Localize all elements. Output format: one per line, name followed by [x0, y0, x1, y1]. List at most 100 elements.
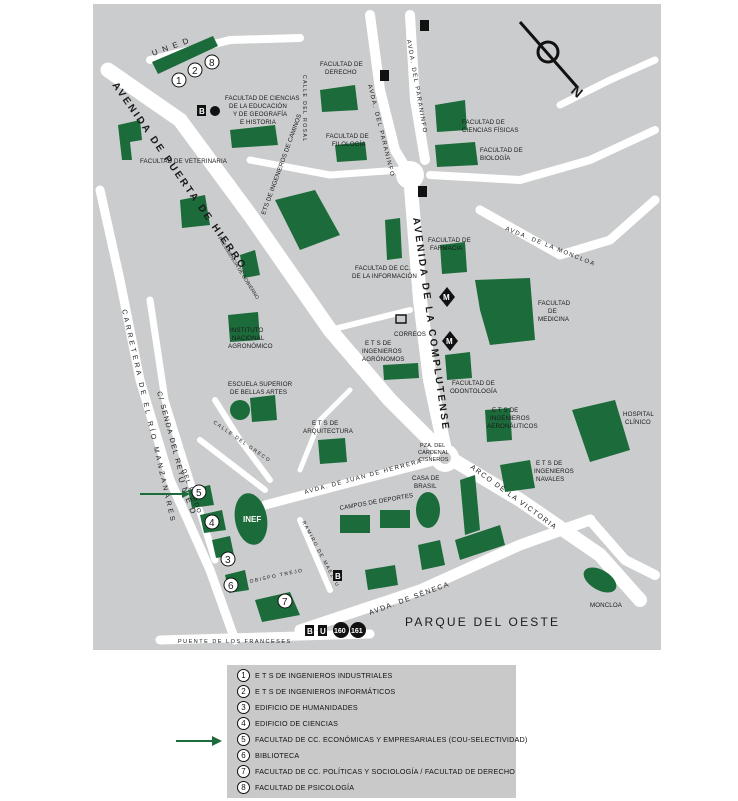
map-number-circle-4: [204, 514, 220, 530]
building-hospital: [572, 400, 630, 462]
building-uned-top: [152, 36, 218, 74]
legend-item: 6 BIBLIOTECA: [237, 748, 299, 763]
building-bellas-artes: [250, 395, 277, 422]
legend-item: 7 FACULTAD DE CC. POLÍTICAS Y SOCIOLOGÍA…: [237, 764, 515, 779]
building-instituto: [228, 312, 260, 342]
legend-number: 8: [237, 781, 250, 794]
building-educacion: [230, 125, 278, 148]
building-agronomos: [383, 363, 419, 380]
metro-1: M: [443, 293, 450, 302]
label-farmacia-1: FACULTAD DE: [428, 237, 471, 244]
label-educacion-3: Y DE GEOGRAFÍA: [233, 111, 288, 118]
building-bellas-artes-dome: [230, 400, 250, 420]
building-navales: [500, 460, 535, 492]
legend-item: 3 EDIFICIO DE HUMANIDADES: [237, 700, 358, 715]
legend-label: BIBLIOTECA: [255, 751, 300, 760]
label-plaza-3: CISNEROS: [419, 457, 449, 463]
legend-number: 1: [237, 669, 250, 682]
legend-number: 4: [237, 717, 250, 730]
map-number-7: 7: [282, 597, 288, 608]
map-number-circle-1: [171, 72, 187, 88]
label-biologia-2: BIOLOGÍA: [480, 155, 511, 162]
map-number-3: 3: [225, 555, 231, 566]
label-hospital-2: CLÍNICO: [625, 419, 651, 426]
building-veterinaria: [118, 120, 142, 160]
map-number-4: 4: [209, 518, 215, 529]
road-inner-3: [212, 397, 273, 483]
building-arquitectura: [318, 438, 347, 464]
label-medicina-3: MEDICINA: [538, 316, 570, 323]
label-derecho-2: DERECHO: [325, 69, 357, 76]
label-navales-1: E T S DE: [536, 460, 562, 467]
label-aeronauticos-3: AERONÁUTICOS: [487, 423, 538, 430]
building-derecho: [320, 85, 358, 112]
bus-badge-square-2: [420, 20, 429, 31]
underground-badge-1: [210, 106, 220, 116]
label-medicina-2: DE: [548, 308, 557, 315]
label-navales-2: INGENIEROS: [534, 468, 574, 475]
road-east-2: [556, 56, 659, 109]
building-biologia: [435, 142, 478, 167]
label-veterinaria: FACULTAD DE VETERINARIA: [140, 158, 228, 165]
buildings: [118, 36, 630, 622]
building-seneca-1: [455, 525, 505, 560]
label-farmacia-2: FARMACIA: [430, 245, 463, 252]
building-presidencia: [240, 250, 260, 278]
building-medicina: [475, 278, 535, 345]
map-number-circle-8: [204, 54, 220, 70]
road-avda-paraninfo: [365, 10, 430, 180]
metro-diamond-2: [442, 331, 458, 351]
building-farmacia: [440, 242, 467, 274]
roundabout-paraninfo: [396, 161, 424, 189]
road-east-1: [426, 126, 659, 184]
label-educacion-1: FACULTAD DE CIENCIAS: [225, 95, 300, 102]
building-filologia: [335, 142, 367, 162]
legend-label: E T S DE INGENIEROS INDUSTRIALES: [255, 671, 393, 680]
label-filologia-1: FACULTAD DE: [326, 133, 369, 140]
building-moncloa: [583, 567, 617, 593]
legend: 1 E T S DE INGENIEROS INDUSTRIALES 2 E T…: [227, 665, 527, 798]
label-informacion-1: FACULTAD DE CC.: [355, 265, 411, 272]
legend-item: 1 E T S DE INGENIEROS INDUSTRIALES: [237, 668, 393, 683]
legend-label: EDIFICIO DE CIENCIAS: [255, 719, 339, 728]
bus-badge-square-6: [305, 625, 314, 636]
legend-number: 6: [237, 749, 250, 762]
building-informacion: [385, 218, 402, 260]
label-odontologia-2: ODONTOLOGÍA: [450, 388, 498, 395]
roads: [95, 10, 660, 645]
road-inner-1: [246, 156, 404, 179]
legend-label: FACULTAD DE PSICOLOGÍA: [255, 783, 355, 792]
road-avda-moncloa: [475, 195, 660, 260]
label-hospital-1: HOSPITAL: [623, 411, 654, 418]
label-moncloa: MONCLOA: [590, 602, 623, 609]
label-medicina-1: FACULTAD: [538, 300, 571, 307]
map-number-circle-3: [220, 551, 236, 567]
map-number-1: 1: [176, 76, 182, 87]
line-161-circle: [350, 622, 366, 638]
building-aeronauticos: [485, 408, 512, 442]
label-agronomos-2: INGENIEROS: [362, 348, 402, 355]
underground-badge: U: [320, 627, 326, 636]
label-arquitectura-2: ARQUITECTURA: [303, 428, 354, 435]
label-biologia-1: FACULTAD DE: [480, 147, 523, 154]
bus-badge-square-5: [333, 570, 342, 581]
label-agronomos-3: AGRÓNOMOS: [362, 356, 405, 363]
bus-badge-1: B: [199, 107, 205, 116]
map-number-circle-5: [191, 484, 207, 500]
label-derecho-1: FACULTAD DE: [320, 61, 363, 68]
bus-badge-5: B: [335, 572, 341, 581]
legend-label: FACULTAD DE CC. POLÍTICAS Y SOCIOLOGÍA /…: [255, 767, 516, 776]
label-plaza-1: PZA. DEL: [420, 443, 445, 449]
legend-label: E T S DE INGENIEROS INFORMÁTICOS: [255, 687, 396, 696]
building-caminos: [275, 190, 340, 250]
map-number-circle-6: [223, 577, 239, 593]
correos-icon: [395, 314, 407, 324]
road-juan-herrera: [260, 453, 450, 510]
metro-diamond-1: [439, 287, 455, 307]
map-number-circle-2: [187, 62, 203, 78]
map-number-5: 5: [196, 488, 202, 499]
bus-badge-6: B: [307, 627, 313, 636]
label-educacion-4: E HISTORIA: [240, 119, 277, 126]
map-number-2: 2: [192, 66, 198, 77]
